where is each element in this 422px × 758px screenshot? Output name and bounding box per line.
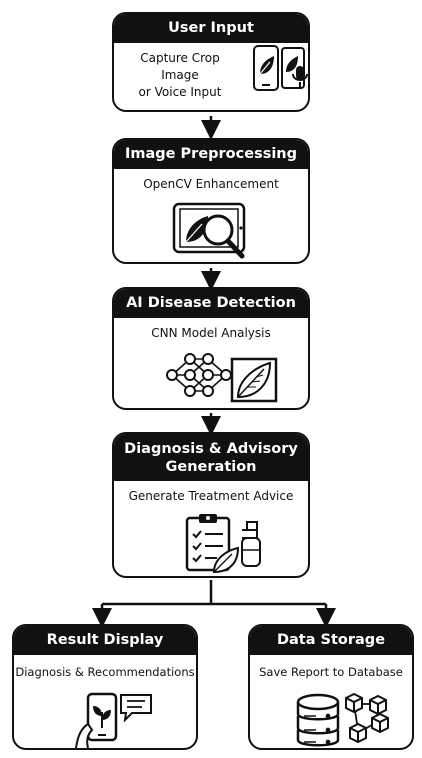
ai-disease-detection-title: AI Disease Detection: [114, 289, 308, 318]
diagnosis-advisory-box: Diagnosis & Advisory Generation Generate…: [112, 432, 310, 578]
ai-disease-detection-subtitle: CNN Model Analysis: [151, 326, 271, 340]
arrow-diagnosis-split: [102, 580, 326, 606]
leaf-icon: [230, 357, 278, 403]
diagnosis-advisory-title-line-2: Generation: [165, 459, 257, 475]
image-preprocessing-box: Image Preprocessing OpenCV Enhancement: [112, 138, 310, 264]
chat-bubble-icon: [120, 694, 152, 722]
database-icon: [296, 693, 340, 747]
image-preprocessing-title: Image Preprocessing: [114, 140, 308, 169]
data-storage-box: Data Storage Save Report to Database: [248, 624, 414, 750]
user-input-subtitle-line-2: or Voice Input: [138, 85, 222, 99]
user-input-title: User Input: [114, 14, 308, 43]
result-display-title: Result Display: [14, 626, 196, 655]
user-input-box: User Input Capture Crop Image or Voice I…: [112, 12, 310, 112]
user-input-subtitle-line-1: Capture Crop Image: [140, 51, 220, 82]
phone-hand-icon: [75, 692, 118, 748]
diagnosis-advisory-subtitle: Generate Treatment Advice: [128, 489, 294, 503]
data-storage-title: Data Storage: [250, 626, 412, 655]
data-storage-subtitle: Save Report to Database: [259, 665, 403, 679]
image-preprocessing-subtitle: OpenCV Enhancement: [143, 177, 279, 191]
ai-disease-detection-box: AI Disease Detection CNN Model Analysis: [112, 287, 310, 410]
blocks-icon: [345, 692, 389, 744]
clipboard-checklist-icon: [185, 514, 240, 574]
smartphone-leaf-icon: [253, 45, 279, 91]
diagnosis-advisory-title-line-1: Diagnosis & Advisory: [124, 441, 298, 457]
result-display-box: Result Display Diagnosis & Recommendatio…: [12, 624, 198, 750]
spray-bottle-icon: [241, 521, 261, 567]
neural-network-icon: [166, 353, 232, 397]
tablet-magnifier-icon: [172, 202, 246, 259]
result-display-subtitle: Diagnosis & Recommendations: [15, 665, 195, 679]
tablet-microphone-icon: [281, 47, 308, 89]
